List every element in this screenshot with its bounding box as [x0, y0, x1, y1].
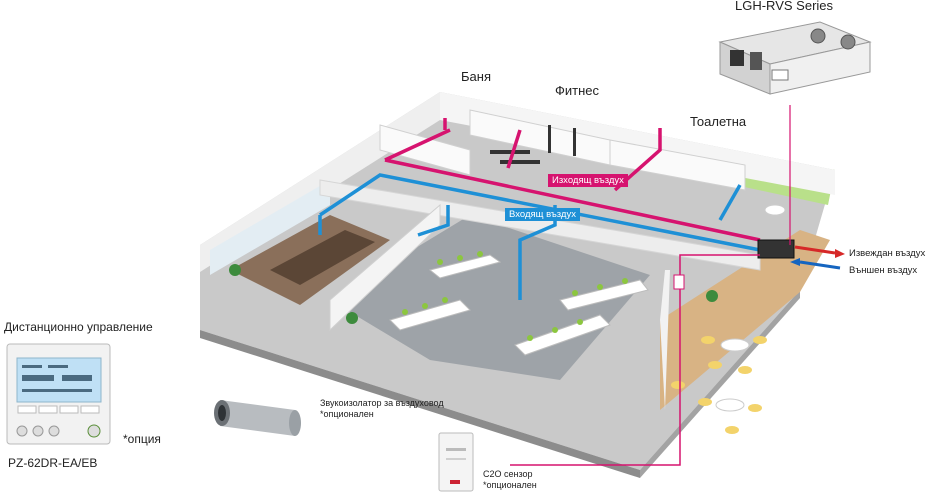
exhaust-duct [384, 118, 761, 242]
silencer-note: *опционален [320, 409, 374, 419]
fitness-equipment [490, 125, 576, 164]
outdoor-air-arrow [790, 258, 800, 266]
remote-option-note: *опция [123, 432, 161, 446]
wall-cafe [660, 270, 670, 410]
exhaust-air-tag: Изходящ въздух [548, 174, 628, 187]
wall-office-left [329, 203, 441, 332]
office-chairs [402, 251, 628, 341]
cafe-tables [715, 204, 786, 412]
silencer-label: Звукоизолатор за въздуховод [320, 398, 444, 408]
wall-toilet [609, 139, 746, 191]
room-label-fitness: Фитнес [555, 83, 600, 98]
co2-wall-sensor [673, 274, 685, 290]
cafe-floor [660, 230, 830, 410]
silencer-image [214, 400, 301, 436]
extracted-air-line [794, 245, 836, 255]
glass-wall-left [210, 180, 330, 275]
co2-note: *опционален [483, 480, 537, 490]
floor-front-edge [200, 330, 640, 478]
co2-sensor-image [438, 432, 474, 492]
remote-controller-image [6, 343, 111, 445]
plants [229, 264, 718, 324]
outdoor-air-label: Външен въздух [849, 265, 918, 276]
remote-title: Дистанционно управление [4, 320, 153, 334]
supply-air-tag: Входящ въздух [505, 208, 580, 221]
co2-connection-line [510, 254, 760, 466]
room-label-toilet: Тоалетна [690, 114, 747, 129]
extracted-air-arrow [835, 249, 845, 258]
extracted-air-label: Извеждан въздух [849, 248, 926, 259]
office-desks [389, 254, 649, 356]
series-label: LGH-RVS Series [735, 0, 834, 13]
outdoor-air-line [799, 260, 841, 270]
meeting-table [270, 230, 375, 285]
lgh-unit-image [718, 21, 872, 95]
wall-corridor [319, 179, 761, 271]
ceiling-ventilation-unit [757, 239, 795, 259]
remote-model-label: PZ-62DR-EA/EB [8, 456, 98, 470]
room-label-bath: Баня [461, 69, 491, 84]
cafe-chairs [671, 336, 767, 434]
co2-label: C2O сензор [483, 469, 533, 479]
wall-bath [379, 124, 471, 176]
